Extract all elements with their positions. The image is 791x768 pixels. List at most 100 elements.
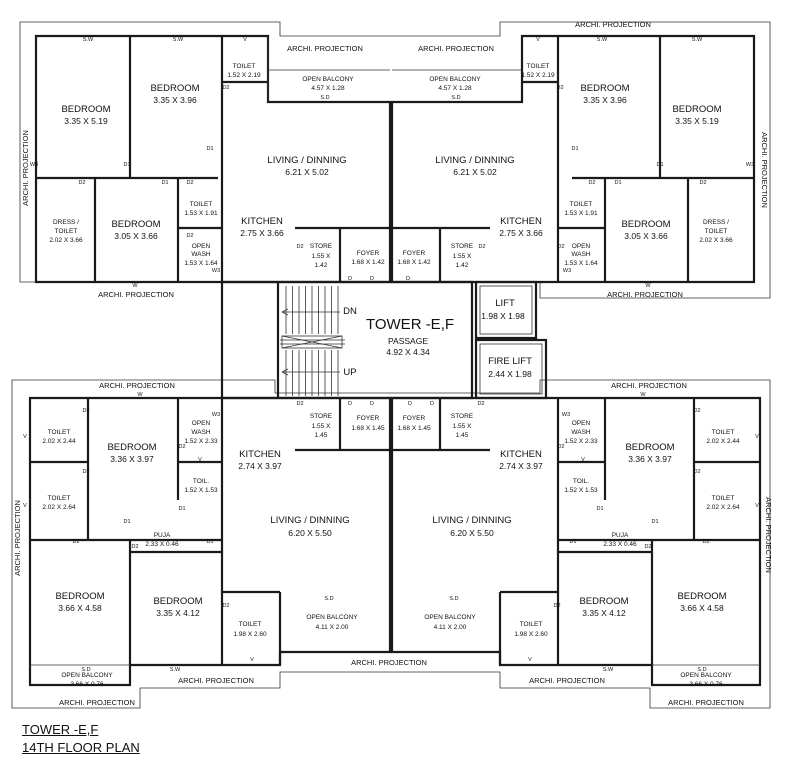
door-tag: D2 — [82, 408, 89, 414]
room-dimension: 1.98 X 2.60 — [514, 631, 548, 638]
door-tag: D2 — [553, 603, 560, 609]
archi-projection-label: ARCHI. PROJECTION — [760, 132, 769, 208]
room-dimension: 2.33 X 0.46 — [603, 541, 637, 548]
door-tag: D — [348, 276, 352, 282]
window-tag: V — [250, 657, 254, 663]
room-dimension: 1.55 X — [312, 253, 331, 260]
door-tag: D2 — [693, 408, 700, 414]
window-tag: S.W — [692, 37, 703, 43]
room-name: PUJA — [612, 532, 629, 539]
door-tag: D2 — [222, 603, 229, 609]
room-name: OPEN BALCONY — [306, 614, 358, 621]
room-name: TOILET — [190, 201, 213, 208]
door-tag: D — [370, 276, 374, 282]
archi-projection-label: ARCHI. PROJECTION — [13, 500, 22, 576]
room-name: OPEN BALCONY — [429, 76, 481, 83]
fire-lift-label: FIRE LIFT — [488, 356, 532, 367]
bottom-left-room-labels: TOILET 2.02 X 2.44 TOILET 2.02 X 2.64 BE… — [42, 413, 385, 688]
room-name: FOYER — [403, 415, 426, 422]
room-dimension: 4.11 X 2.00 — [434, 624, 467, 631]
room-name: OPEN — [572, 420, 591, 427]
room-dimension: 1.55 X — [453, 423, 472, 430]
fire-lift-dimension: 2.44 X 1.98 — [488, 369, 532, 379]
room-dimension: 2.75 X 3.66 — [499, 228, 543, 238]
room-name: OPEN — [192, 243, 211, 250]
stair-up-label: UP — [343, 367, 356, 378]
room-name: BEDROOM — [625, 442, 674, 453]
room-name: OPEN BALCONY — [424, 614, 476, 621]
room-name: STORE — [451, 413, 474, 420]
room-dimension: 1.53 X 1.91 — [564, 210, 598, 217]
staircase — [280, 335, 345, 349]
room-name: STORE — [310, 413, 333, 420]
door-tag: D1 — [596, 506, 603, 512]
room-dimension: 3.66 X 0.76 — [70, 681, 104, 688]
room-name: OPEN BALCONY — [302, 76, 354, 83]
window-tag: W3 — [562, 412, 570, 418]
projection-labels: ARCHI. PROJECTION ARCHI. PROJECTION ARCH… — [13, 20, 773, 707]
door-tag: D2 — [588, 180, 595, 186]
room-name: FOYER — [357, 415, 380, 422]
window-tag: V — [23, 503, 27, 509]
door-tag: D — [408, 401, 412, 407]
window-tag: V — [23, 434, 27, 440]
door-tag: D1 — [206, 539, 213, 545]
door-tag: S.D — [324, 596, 333, 602]
room-name: TOIL. — [193, 478, 209, 485]
archi-projection-label: ARCHI. PROJECTION — [418, 44, 494, 53]
passage-label: PASSAGE — [388, 336, 428, 346]
room-dimension: 2.75 X 3.66 — [240, 228, 284, 238]
door-tag: D1 — [656, 162, 663, 168]
door-tag: D — [370, 401, 374, 407]
door-tag: D2 — [131, 544, 138, 550]
archi-projection-label: ARCHI. PROJECTION — [287, 44, 363, 53]
door-tag: D2 — [296, 244, 303, 250]
door-tag: D2 — [556, 85, 563, 91]
door-tag: D — [348, 401, 352, 407]
window-tag: S.W — [173, 37, 184, 43]
room-name: WASH — [191, 429, 211, 436]
door-tag: D2 — [186, 180, 193, 186]
room-dimension: 2.02 X 3.66 — [699, 237, 733, 244]
archi-projection-label: ARCHI. PROJECTION — [668, 698, 744, 707]
window-tag: W3 — [212, 268, 220, 274]
room-name: BEDROOM — [672, 104, 721, 115]
room-name: FOYER — [357, 250, 380, 257]
room-dimension: 1.53 X 1.64 — [184, 260, 218, 267]
room-name: WASH — [191, 251, 211, 258]
room-name: TOILET — [712, 495, 735, 502]
room-dimension: 6.20 X 5.50 — [450, 528, 494, 538]
room-dimension: 1.53 X 1.91 — [184, 210, 218, 217]
door-tag: D1 — [614, 180, 621, 186]
room-name: BEDROOM — [61, 104, 110, 115]
window-tag: W — [640, 392, 646, 398]
door-tag: S.D — [81, 667, 90, 673]
room-name: BEDROOM — [621, 219, 670, 230]
room-dimension: 1.68 X 1.45 — [397, 425, 431, 432]
door-tag: D2 — [477, 401, 484, 407]
window-tag: W — [137, 392, 143, 398]
window-tag: S.W — [597, 37, 608, 43]
bottom-left-unit-walls — [28, 396, 392, 687]
window-tag: V — [528, 657, 532, 663]
room-dimension: 1.68 X 1.45 — [351, 425, 385, 432]
room-dimension: 2.02 X 2.64 — [706, 504, 740, 511]
window-tag: S.W — [83, 37, 94, 43]
room-dimension: 1.42 — [456, 262, 469, 269]
room-name: WASH — [571, 251, 591, 258]
room-name: LIVING / DINNING — [267, 155, 346, 166]
room-dimension: 1.52 X 2.19 — [227, 72, 261, 79]
room-name: BEDROOM — [579, 596, 628, 607]
room-name: TOILET — [233, 63, 256, 70]
room-name: TOILET — [48, 429, 71, 436]
window-tag: V — [198, 457, 202, 463]
room-name: OPEN — [572, 243, 591, 250]
room-name: PUJA — [154, 532, 171, 539]
room-name: BEDROOM — [153, 596, 202, 607]
lift-dimension: 1.98 X 1.98 — [481, 311, 525, 321]
room-name: BEDROOM — [677, 591, 726, 602]
door-tag: D2 — [222, 85, 229, 91]
window-tag: W3 — [746, 162, 754, 168]
door-tag: S.D — [697, 667, 706, 673]
room-name: OPEN — [192, 420, 211, 427]
